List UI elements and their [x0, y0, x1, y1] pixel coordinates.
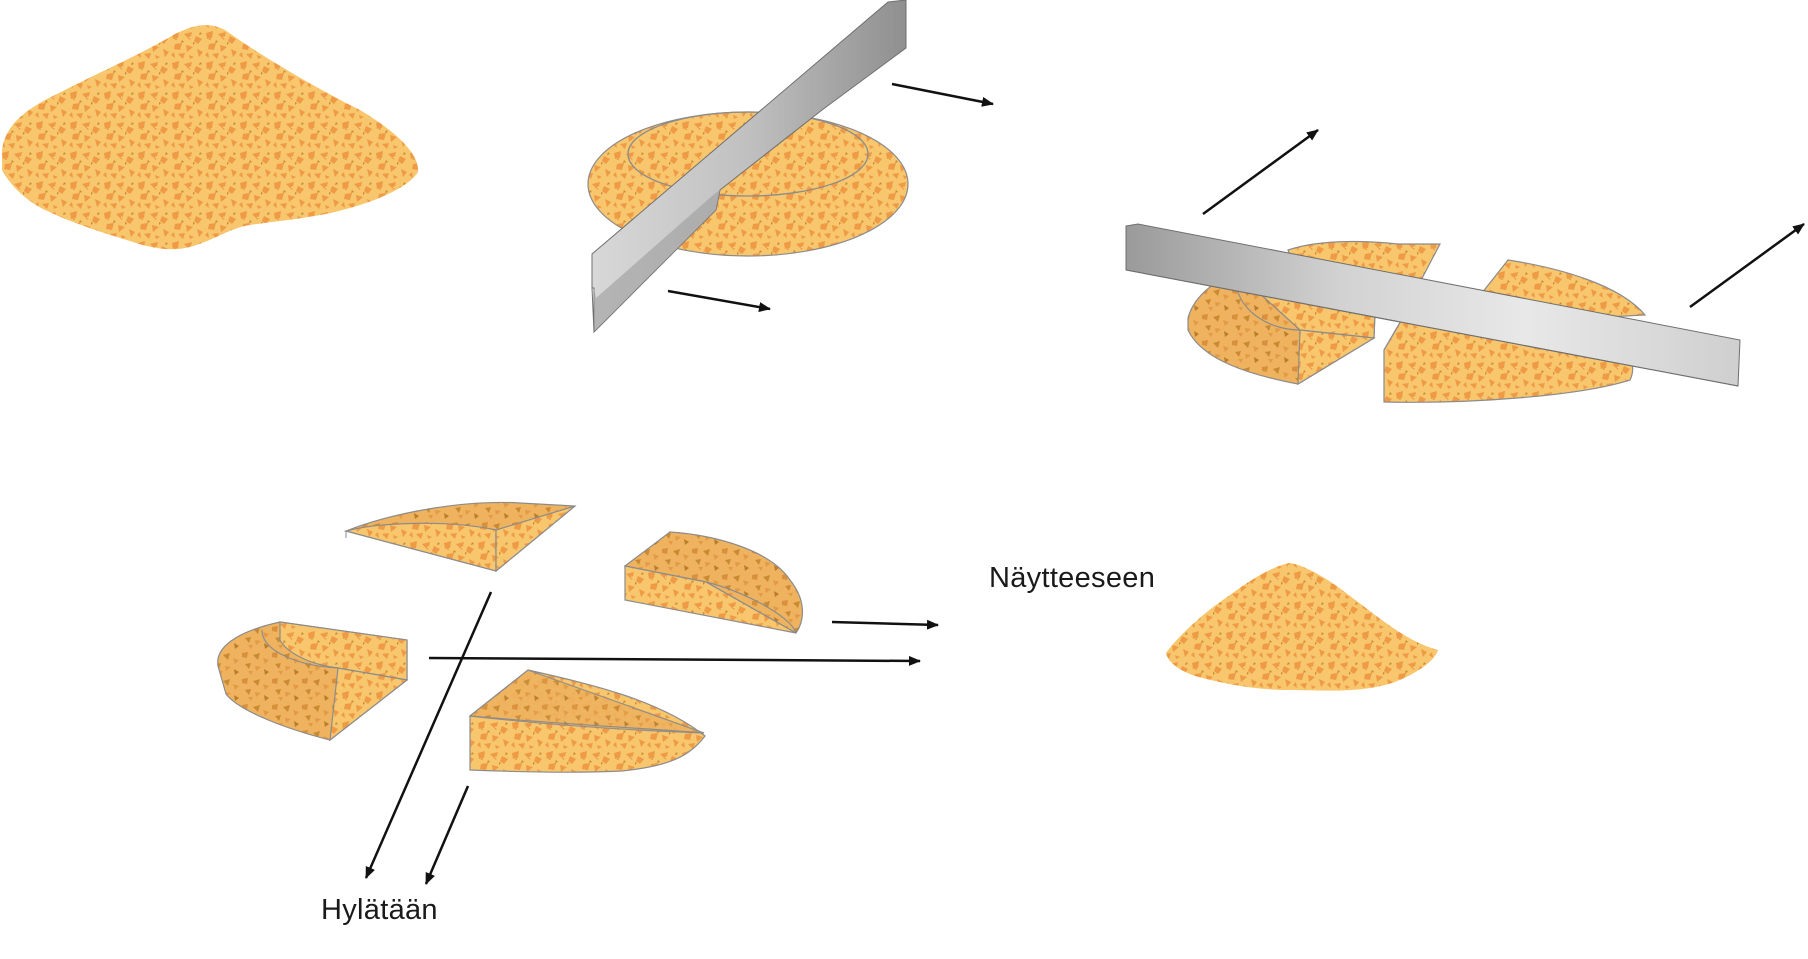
sample-pile [1166, 563, 1438, 691]
cone-pile [2, 25, 419, 250]
arrow-blade-move-top [891, 82, 994, 107]
arrow-blade-push-right [1689, 222, 1805, 309]
blade-horizontal [1125, 223, 1741, 387]
quarter-left [217, 621, 409, 742]
quarter-top [343, 501, 577, 573]
label-discard: Hylätään [321, 894, 438, 926]
label-to-sample: Näytteeseen [989, 562, 1156, 594]
quarter-bottom [468, 669, 706, 773]
arrow-cross-down [364, 591, 493, 879]
arrow-cross-right [428, 655, 921, 666]
separated-quarters [217, 501, 803, 773]
arrow-quarter-right-to-sample [831, 619, 939, 630]
quarter-right [623, 531, 803, 634]
arrow-blade-move-bottom [667, 289, 771, 313]
arrow-quarter-bottom-discard [424, 785, 470, 885]
arrow-blade-push-left [1202, 128, 1319, 216]
blade-vertical [591, 0, 907, 334]
